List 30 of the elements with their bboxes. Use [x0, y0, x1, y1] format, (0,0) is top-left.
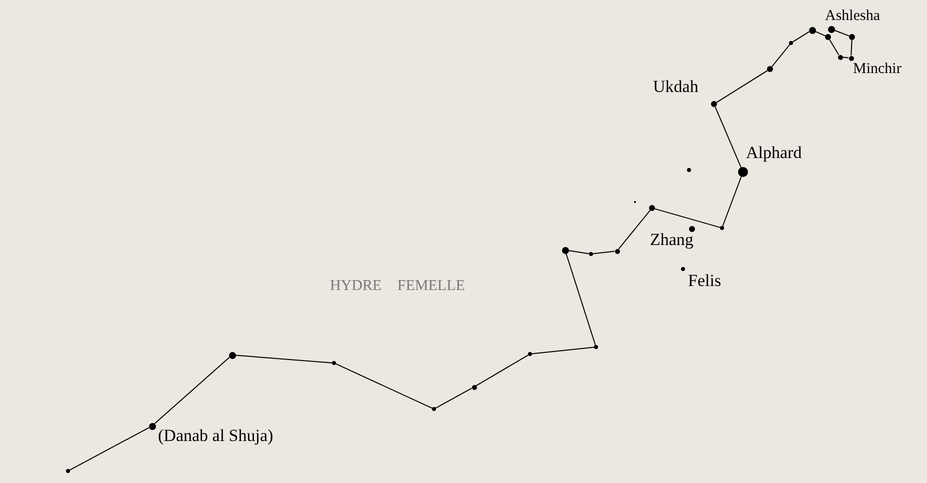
constellation-line	[335, 363, 433, 409]
star-name: (Danab al Shuja)	[158, 427, 274, 444]
constellation-line	[792, 31, 810, 42]
constellation-line	[618, 210, 651, 250]
constellation-line	[771, 44, 790, 68]
constellation-line	[154, 356, 230, 424]
constellation-line	[654, 208, 721, 228]
constellation-line	[722, 176, 742, 227]
star-name: Minchir	[853, 62, 902, 77]
constellation-line	[850, 40, 852, 56]
star-name: Zhang	[650, 231, 694, 248]
constellation-line	[829, 39, 840, 56]
star-name: Alphard	[746, 144, 802, 161]
constellation-line	[435, 388, 472, 409]
constellation-line	[714, 106, 742, 168]
constellation-line	[716, 70, 768, 103]
constellation-line	[235, 354, 332, 364]
constellation-line	[592, 250, 616, 254]
constellation-line	[532, 346, 594, 354]
constellation-line	[566, 252, 596, 346]
constellation-name: HYDRE FEMELLE	[330, 279, 465, 294]
star-name: Ashlesha	[825, 9, 880, 24]
star-name: Felis	[688, 272, 722, 289]
constellation-line	[69, 427, 150, 471]
constellation-line	[568, 250, 590, 254]
constellation-line	[476, 354, 529, 386]
constellation-line	[814, 30, 826, 36]
star-name: Ukdah	[653, 78, 698, 95]
constellation-line	[842, 56, 849, 58]
constellation-line	[834, 30, 850, 36]
